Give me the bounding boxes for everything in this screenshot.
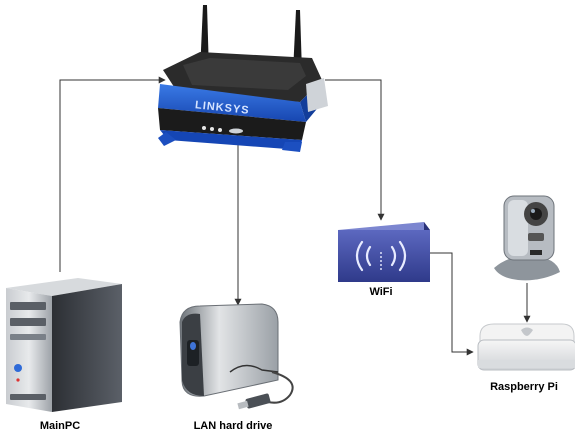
wifi-box [338,230,430,282]
wifi-access-point-icon [338,222,430,282]
connector-lines [59,76,531,356]
connector-router-wifi [325,79,385,221]
connector-mainpc-router [59,76,166,272]
wifi-label: WiFi [369,286,393,298]
router-icon: LINKSYS [158,5,328,152]
mainpc-label: MainPC [39,420,81,432]
raspberry-pi-icon [477,323,575,371]
desktop-pc-icon [6,278,122,412]
router-brand-label: LINKSYS [194,99,250,117]
webcam-icon [494,195,560,281]
connector-wifi-raspberrypi [430,252,474,356]
raspberry-pi-label: Raspberry Pi [490,381,558,393]
external-drive-icon [179,303,294,410]
lan-hard-drive-label: LAN hard drive [193,420,273,432]
